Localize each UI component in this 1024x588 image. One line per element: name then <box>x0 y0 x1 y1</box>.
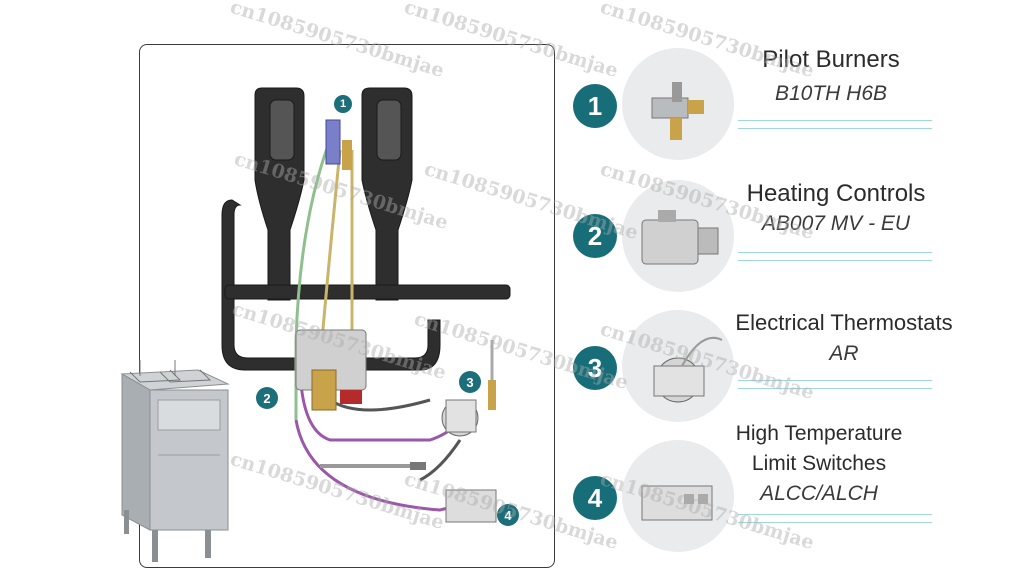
part-number-badge: 2 <box>573 214 617 258</box>
part-title: Pilot Burners <box>762 46 900 73</box>
diagram-callout-1: 1 <box>334 95 352 113</box>
part-title: Electrical Thermostats <box>735 310 953 335</box>
fryer-illustration <box>120 360 230 562</box>
limit-switch-photo-icon <box>622 440 734 552</box>
part-number-badge: 3 <box>573 346 617 390</box>
diagram-callout-3: 3 <box>459 371 481 393</box>
part-title-line2: Limit Switches <box>751 452 887 475</box>
accent-line <box>738 128 932 129</box>
accent-line <box>738 252 932 253</box>
pilot-burner-part <box>325 119 352 170</box>
accent-line <box>738 514 932 515</box>
accent-line <box>738 522 932 523</box>
part-number-badge: 4 <box>573 476 617 520</box>
thermostat-part <box>441 340 496 437</box>
part-number-badge: 1 <box>573 84 617 128</box>
pilot-burner-photo-icon <box>622 48 734 160</box>
accent-line <box>738 388 932 389</box>
gas-valve-photo-icon <box>622 180 734 292</box>
thermostat-photo-icon <box>622 310 734 422</box>
part-row-pilot-burners: 1 Pilot Burners B10TH H6B <box>560 44 1024 164</box>
limit-switch-part <box>320 462 497 523</box>
burner-tubes <box>221 87 511 371</box>
part-model: AB007 MV - EU <box>761 212 911 235</box>
part-row-electrical-thermostats: 3 Electrical Thermostats AR <box>560 306 1024 426</box>
part-model: AR <box>829 342 859 365</box>
accent-line <box>738 380 932 381</box>
accent-line <box>738 120 932 121</box>
gas-valve-part <box>295 329 367 411</box>
accent-line <box>738 260 932 261</box>
part-row-heating-controls: 2 Heating Controls AB007 MV - EU <box>560 176 1024 296</box>
part-title: Heating Controls <box>746 180 926 207</box>
part-row-limit-switches: 4 High Temperature Limit Switches ALCC/A… <box>560 422 1024 552</box>
diagram-callout-2: 2 <box>256 387 278 409</box>
part-model: B10TH H6B <box>774 82 888 105</box>
diagram-callout-4: 4 <box>497 504 519 526</box>
part-model: ALCC/ALCH <box>760 482 878 505</box>
part-title-line1: High Temperature <box>735 422 903 445</box>
